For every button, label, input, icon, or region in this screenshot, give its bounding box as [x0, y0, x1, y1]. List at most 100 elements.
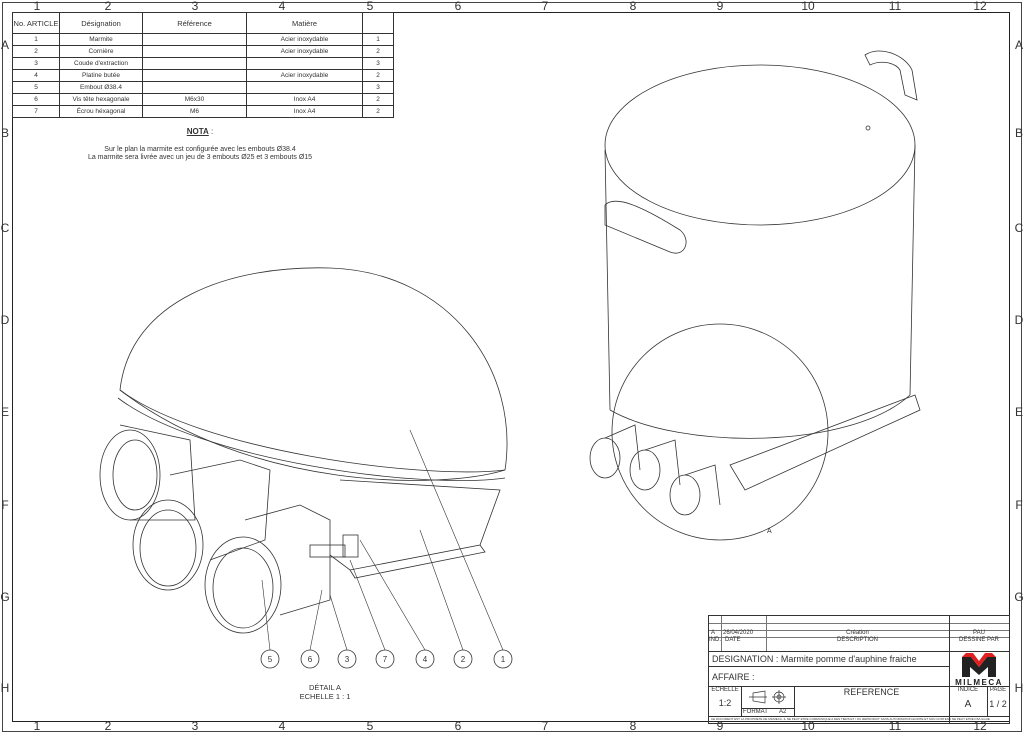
projection-symbol-icon: [749, 690, 786, 704]
balloon-label: 5: [268, 655, 273, 664]
zone-column-10: 10: [801, 0, 815, 13]
zone-column-3: 3: [191, 0, 199, 13]
zone-column-6: 6: [454, 0, 462, 13]
zone-column-1: 1: [33, 0, 41, 13]
balloon-label: 1: [501, 655, 506, 664]
balloon-circle: [337, 649, 357, 669]
dome-rim: [119, 389, 506, 473]
detail-a-circle: [611, 323, 829, 541]
reference-label: REFERENCE: [843, 687, 900, 697]
zone-column-5: 5: [366, 719, 374, 733]
zone-row-H: H: [1014, 681, 1024, 695]
zone-row-A: A: [0, 38, 9, 52]
zone-column-2: 2: [104, 0, 112, 13]
rev-line: [709, 630, 1009, 631]
embout-2: [132, 459, 271, 591]
zone-row-G: G: [1014, 590, 1024, 604]
zone-row-C: C: [1014, 221, 1024, 235]
page-label: PAGE: [989, 687, 1007, 693]
balloon-label: 6: [308, 655, 313, 664]
bom-cell-qty: 2: [362, 105, 394, 118]
embout-3: [204, 504, 331, 634]
format-value: A2: [779, 709, 787, 715]
title-block: A 26/04/2020 Création PAU IND. DATE DESC…: [708, 615, 1010, 724]
divider: [709, 716, 1009, 717]
detail-view-label: A: [767, 528, 772, 535]
balloon-circle: [453, 649, 473, 669]
milmeca-logo: [962, 653, 996, 677]
zone-column-7: 7: [541, 0, 549, 13]
logo-col: [949, 616, 950, 723]
leader-lines: [261, 429, 504, 651]
balloon-circle: [375, 649, 395, 669]
echelle-label: ECHELLE: [711, 687, 739, 693]
dome-rim-lower: [117, 397, 506, 482]
dome-outline: [119, 267, 508, 481]
balloon-circle: [493, 649, 513, 669]
pot-bottom: [609, 394, 911, 439]
description-label: DESCRIPTION: [836, 637, 878, 643]
divider: [741, 686, 742, 716]
zone-column-8: 8: [629, 719, 637, 733]
handle-left: [604, 200, 687, 254]
zone-row-H: H: [0, 681, 10, 695]
divider: [741, 708, 794, 709]
screw-nut: [309, 534, 359, 558]
divider: [709, 686, 1009, 687]
embout-1: [99, 424, 196, 521]
zone-column-3: 3: [191, 719, 199, 733]
zone-column-11: 11: [888, 0, 902, 13]
divider: [709, 666, 949, 667]
ind-label: IND.: [709, 637, 721, 643]
balloon-circle: [415, 649, 435, 669]
designation: DESIGNATION : Marmite pomme d'auphine fr…: [712, 654, 917, 664]
rev-line: [709, 623, 1009, 624]
indice-value: A: [964, 699, 972, 710]
drawing-frame: [12, 12, 1010, 722]
balloon-label: 2: [461, 655, 466, 664]
corniere-plate: [329, 479, 501, 571]
format-label: FORMAT: [743, 709, 768, 715]
bill-of-materials: No. ARTICLE Désignation Référence Matièr…: [12, 12, 394, 118]
rev-line: [709, 637, 1009, 638]
balloon-circle: [260, 649, 280, 669]
balloon-label: 4: [423, 655, 428, 664]
pot-corniere: [729, 394, 921, 491]
zone-column-4: 4: [278, 719, 286, 733]
zone-column-10: 10: [801, 719, 815, 733]
zone-column-5: 5: [366, 0, 374, 13]
handle-right: [864, 50, 918, 101]
revision-area: [709, 616, 1009, 652]
rev-description: Création: [846, 630, 869, 636]
corniere-edge: [349, 544, 486, 579]
balloon-label: 7: [383, 655, 388, 664]
marmite-view: [589, 50, 921, 541]
bom-cell-reference: M6: [142, 105, 247, 118]
detail-scale: ECHELLE 1 : 1: [299, 692, 351, 701]
balloon-circle: [300, 649, 320, 669]
zone-column-4: 4: [278, 0, 286, 13]
rev-col: [766, 616, 767, 651]
zone-column-8: 8: [629, 0, 637, 13]
echelle-value: 1:2: [718, 698, 732, 708]
indice-label: INDICE: [957, 687, 979, 693]
zone-row-D: D: [1014, 313, 1024, 327]
rev-col: [721, 616, 722, 651]
confidentiality-footer: CE DOCUMENT EST LA PROPRIETE DE MILMECA.…: [711, 717, 990, 721]
zone-column-2: 2: [104, 719, 112, 733]
pot-lid: [604, 64, 916, 226]
detail-a-view: [99, 267, 508, 651]
nota-line-1: Sur le plan la marmite est configurée av…: [104, 146, 296, 153]
zone-row-C: C: [0, 221, 10, 235]
zone-row-E: E: [0, 405, 9, 419]
affaire: AFFAIRE :: [712, 672, 755, 682]
nota-title: NOTA :: [186, 127, 214, 136]
